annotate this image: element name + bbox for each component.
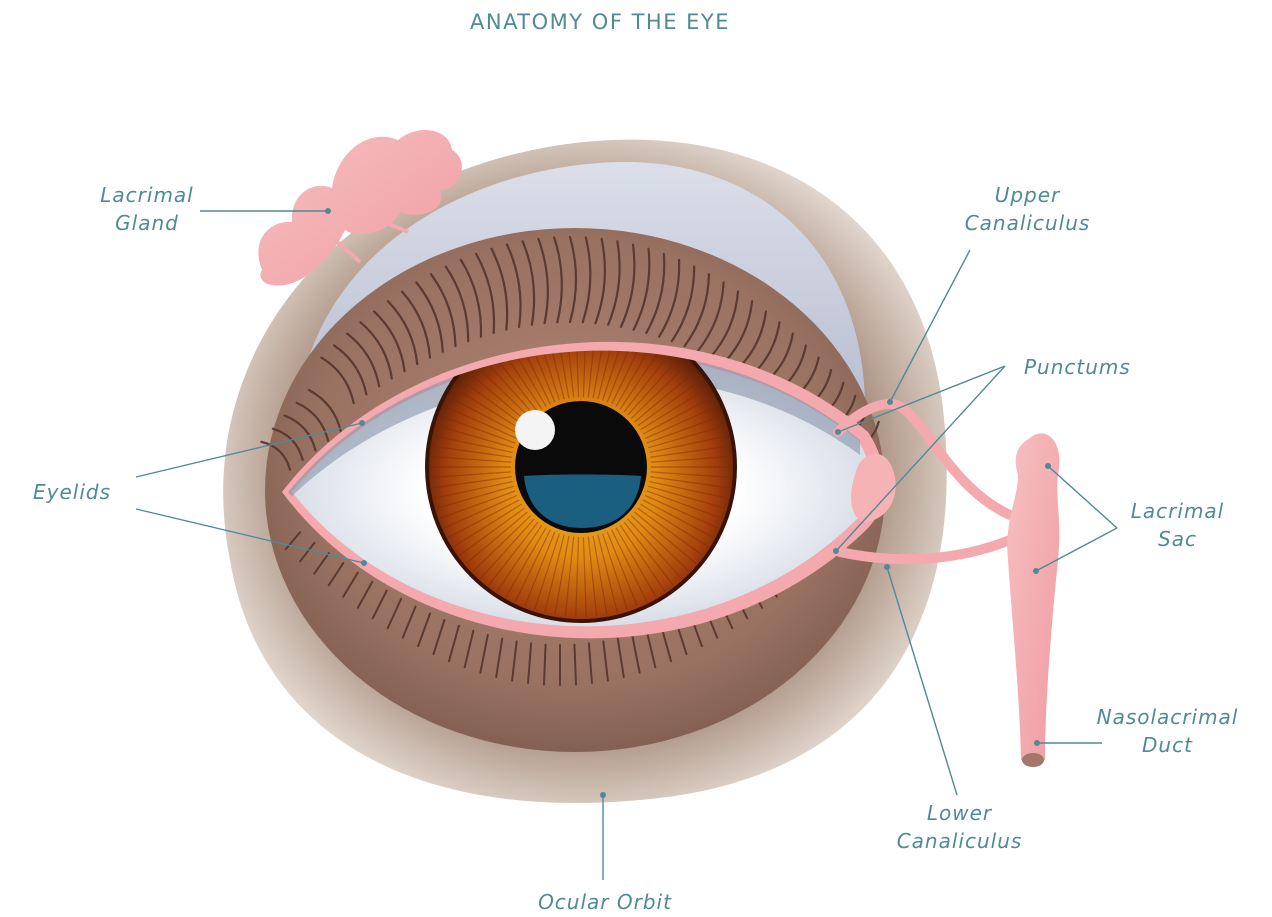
label-line: Upper [955,181,1100,209]
nasolacrimal-duct-opening [1022,753,1044,767]
pupil-highlight [515,410,555,450]
lacrimal-sac [1007,433,1059,760]
label-lacrimal-sac: Lacrimal Sac [1120,497,1235,553]
label-line: Lacrimal [1120,497,1235,525]
label-line: Lower [887,799,1032,827]
label-punctums: Punctums [1024,353,1131,381]
label-line: Nasolacrimal [1090,703,1245,731]
label-line: Sac [1120,525,1235,553]
label-lacrimal-gland: Lacrimal Gland [92,181,202,237]
label-line: Canaliculus [887,827,1032,855]
label-ocular-orbit: Ocular Orbit [515,888,695,916]
label-line: Duct [1090,731,1245,759]
label-eyelids: Eyelids [33,478,111,506]
diagram-title: ANATOMY OF THE EYE [0,10,1200,34]
label-line: Gland [92,209,202,237]
label-lower-canaliculus: Lower Canaliculus [887,799,1032,855]
label-line: Lacrimal [92,181,202,209]
label-upper-canaliculus: Upper Canaliculus [955,181,1100,237]
label-line: Canaliculus [955,209,1100,237]
label-nasolacrimal-duct: Nasolacrimal Duct [1090,703,1245,759]
